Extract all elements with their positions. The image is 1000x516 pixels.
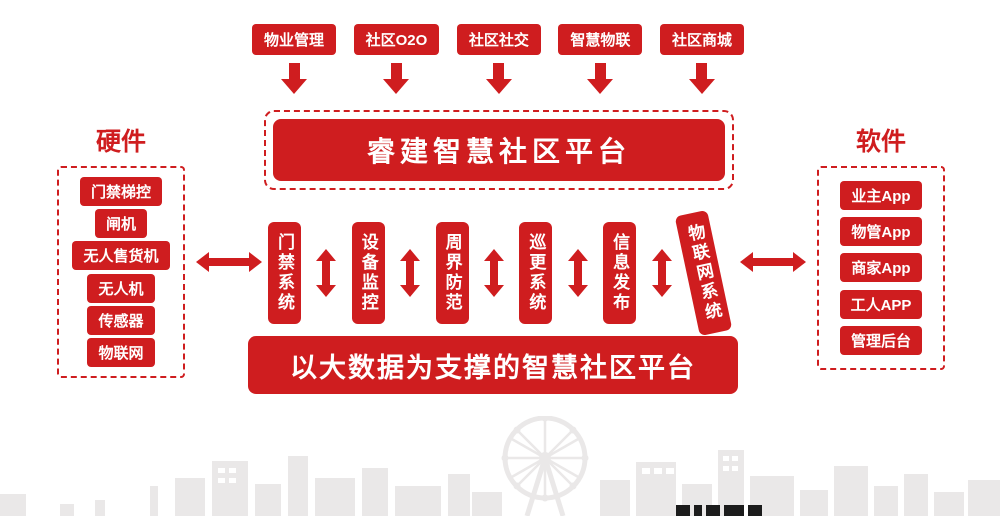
cropped-watermark-logo [676, 505, 762, 516]
arrow-shaft [753, 258, 793, 266]
system-box: 设备监控 [351, 222, 385, 324]
hardware-item: 门禁梯控 [79, 177, 162, 207]
arrow-down-icon [485, 63, 512, 94]
software-item: 业主App [840, 181, 922, 211]
software-item: 商家App [840, 253, 922, 283]
top-modules-row: 物业管理 社区O2O 社区社交 智慧物联 社区商城 [252, 24, 744, 94]
double-arrow-vertical-icon [651, 249, 672, 297]
top-module: 社区商城 [659, 24, 744, 94]
software-item: 工人APP [839, 289, 923, 319]
top-module: 社区社交 [456, 24, 541, 94]
double-arrow-vertical-icon [316, 249, 337, 297]
hardware-item: 物联网 [87, 337, 155, 367]
arrow-shaft [209, 258, 249, 266]
arrow-head [400, 285, 421, 297]
software-panel: 业主App 物管App 商家App 工人APP 管理后台 [817, 166, 945, 370]
hardware-item: 传感器 [87, 305, 155, 335]
software-title: 软件 [855, 128, 906, 156]
city-skyline [0, 416, 1000, 516]
arrow-head [316, 285, 337, 297]
arrow-head [567, 249, 588, 261]
system-box: 周界防范 [435, 222, 469, 324]
arrow-shaft [322, 261, 331, 285]
arrow-head [485, 79, 512, 94]
top-module: 智慧物联 [558, 24, 643, 94]
platform-dashed-frame: 睿建智慧社区平台 [264, 110, 734, 190]
arrow-head [249, 252, 262, 272]
arrow-shaft [657, 261, 666, 285]
arrow-shaft [489, 261, 498, 285]
arrow-down-icon [688, 63, 715, 94]
arrow-shaft [288, 63, 300, 79]
arrow-shaft [406, 261, 415, 285]
hardware-item: 无人售货机 [72, 241, 170, 271]
arrow-head [651, 249, 672, 261]
software-item: 物管App [840, 217, 922, 247]
module-pill: 社区商城 [659, 24, 744, 55]
double-arrow-vertical-icon [567, 249, 588, 297]
module-pill: 智慧物联 [558, 24, 643, 55]
arrow-head [793, 252, 806, 272]
double-arrow-vertical-icon [400, 249, 421, 297]
arrow-head [688, 79, 715, 94]
platform-title: 睿建智慧社区平台 [273, 119, 725, 181]
software-item: 管理后台 [839, 325, 922, 355]
module-pill: 社区O2O [353, 24, 440, 55]
arrow-shaft [390, 63, 402, 79]
hardware-panel: 门禁梯控 闸机 无人售货机 无人机 传感器 物联网 [57, 166, 185, 378]
module-pill: 社区社交 [456, 24, 541, 55]
arrow-down-icon [587, 63, 614, 94]
arrow-head [483, 249, 504, 261]
hardware-title: 硬件 [95, 128, 146, 156]
bottom-banner: 以大数据为支撑的智慧社区平台 [248, 336, 738, 394]
arrow-head [651, 285, 672, 297]
system-box: 巡更系统 [519, 222, 553, 324]
arrow-head [587, 79, 614, 94]
system-box: 门禁系统 [268, 222, 301, 324]
top-module: 社区O2O [353, 24, 440, 94]
hardware-item: 无人机 [87, 273, 155, 303]
hardware-link-arrow-icon [196, 252, 262, 272]
arrow-head [740, 252, 753, 272]
system-box: 信息发布 [603, 222, 637, 324]
arrow-down-icon [383, 63, 410, 94]
arrow-head [483, 285, 504, 297]
hardware-item: 闸机 [94, 209, 147, 239]
arrow-down-icon [281, 63, 307, 94]
software-link-arrow-icon [740, 252, 806, 272]
arrow-head [567, 285, 588, 297]
system-box: 物联网系统 [674, 209, 733, 337]
arrow-head [383, 79, 410, 94]
arrow-shaft [594, 63, 606, 79]
arrow-head [316, 249, 337, 261]
systems-row: 门禁系统 设备监控 周界防范 巡更系统 信息发布 物联网系统 [268, 203, 733, 343]
arrow-head [281, 79, 307, 94]
arrow-shaft [696, 63, 708, 79]
arrow-head [196, 252, 209, 272]
arrow-shaft [573, 261, 582, 285]
arrow-head [400, 249, 421, 261]
top-module: 物业管理 [252, 24, 337, 94]
double-arrow-vertical-icon [483, 249, 504, 297]
arrow-shaft [493, 63, 505, 79]
module-pill: 物业管理 [252, 24, 337, 55]
